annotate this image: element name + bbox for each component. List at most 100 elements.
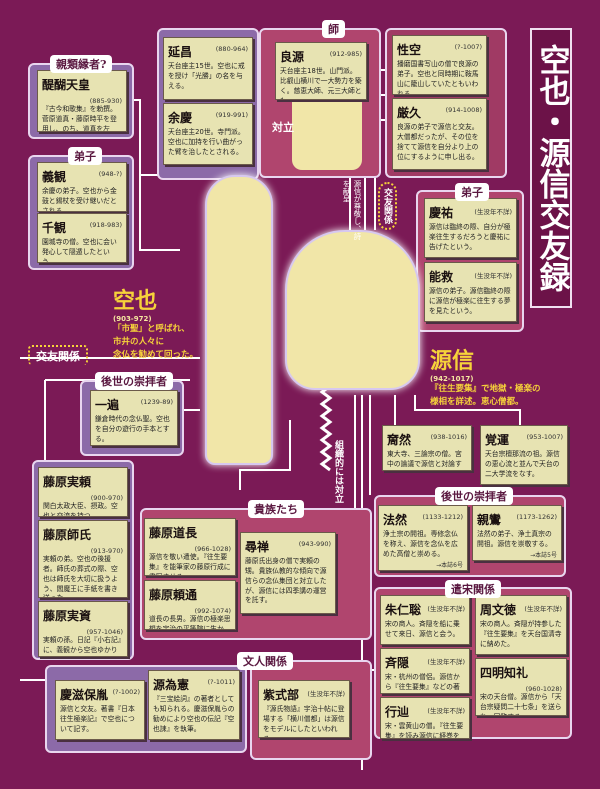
person-dates: (生没年不詳) [474,208,512,216]
genshin-profile: 源信 (942-1017) 『往生要集』で地獄・極楽の 様相を詳述。恵心僧都。 [430,343,541,409]
genshin-desc-1: 『往生要集』で地獄・極楽の [430,384,541,394]
person-name: 紫式部 [263,688,300,702]
literati-label: 文人関係 [237,652,293,670]
person-dates: (生没年不詳) [307,690,345,698]
person-name: 慶滋保胤 [60,688,109,702]
person-desc: 鎌倉時代の念仏聖。空也を自分の遊行の手本とする。 [95,415,170,443]
person-name: 藤原実頼 [43,475,92,489]
person-card-kakuun: 覚運(953-1007)天台宗檀那流の祖。源信の恵心流と並んで天台の二大学流をな… [480,425,568,485]
person-desc: 東大寺、三論宗の僧。宮中の論議で源信と対論する。 [387,450,462,470]
person-desc: 宋の商人。斉隠を船に乗せて来日、源信と会う。 [385,620,460,638]
person-dates: (960-1028) [525,685,562,693]
person-dates: (880-964) [215,45,248,53]
person-name: 朱仁聡 [385,603,422,617]
person-desc: 宋・雲黄山の僧。『往生要集』を読み源信に経巻を送る。 [385,722,464,739]
person-name: 一遍 [95,398,120,412]
person-name: 行辿 [385,705,410,719]
person-name: 周文徳 [480,603,517,617]
opposition-label: 対立 [272,121,294,134]
person-card-sanesuke: 藤原実資(957-1046)実頼の孫。日記『小右記』に、義観から空也ゆかりの錫杖… [38,601,128,657]
person-name: 尋禅 [245,540,270,554]
person-dates: (966-1028) [194,545,231,553]
person-dates: (918-983) [89,221,122,229]
person-name: 藤原道長 [149,526,198,540]
person-desc: 余慶の弟子。空也から金鼓と錫杖を受け継いだとされる。 [42,187,117,212]
kuya-desc-2: 市井の人々に [113,336,165,347]
person-desc: 藤原氏出身の僧で実頼の甥。貴族仏教的な傾向で源信らの念仏集団と対立したが、源信に… [245,557,327,605]
genshin-illustration [285,230,420,390]
person-dates: (?-1011) [207,678,235,686]
person-dates: (913-970) [90,547,123,555]
person-name: 義観 [42,170,67,184]
person-card-shubuntoku: 周文徳(生没年不詳)宋の商人。斉隠が持参した『往生要集』を天台国清寺に納めた。 [475,595,567,655]
person-name: 覚運 [485,433,510,447]
person-dates: (生没年不詳) [474,272,512,280]
person-card-gonku: 厳久 (914-1008) 良源の弟子で源信と交友。大僧都だったが、その位を捨てて源… [392,98,487,170]
person-card-shinran: 親鸞(1173-1262)法然の弟子、浄土真宗の開祖。源信を崇敬する。→本誌5号 [472,505,562,561]
person-desc: 実頼の孫。日記『小右記』に、義観から空也ゆかりの錫杖と金鼓をもらったと記す。 [43,636,122,656]
person-desc: 法然の弟子、浄土真宗の開祖。源信を崇敬する。 [477,530,552,548]
person-card-yasutane: 慶滋保胤(?-1002) 源信と交友。著書『日本往生極楽記』で空也について記す。 [55,680,145,740]
person-desc: 『三宝絵詞』の著者としても知られる。慶滋保胤らの勧めにより空也の伝記『空也誄』を… [153,695,235,733]
person-name: 延昌 [168,45,193,59]
person-desc: 宋の商人。斉隠が持参した『往生要集』を天台国清寺に納めた。 [480,620,562,648]
person-dates: (生没年不詳) [427,658,465,666]
person-card-morouji: 藤原師氏(913-970)実頼の弟。空也の後援者。師氏の葬式の際、空也は師氏を大… [38,520,128,598]
person-desc: 『源氏物語』宇治十帖に登場する「横川僧都」は源信をモデルにしたといわれる。 [263,705,345,737]
person-card-shoku: 性空(?-1007)播磨国書写山の僧で良源の弟子。空也と同時期に鞍馬山に籠山して… [392,35,487,95]
person-name: 千観 [42,221,67,235]
person-dates: (1173-1262) [516,513,557,521]
person-desc: 良源の弟子で源信と交友。大僧都だったが、その位を捨てて源信を自分より上の位にする… [397,123,479,161]
disciples-right-label: 弟子 [455,183,489,201]
person-dates: (992-1074) [194,607,231,615]
relatives-label: 親類縁者? [50,55,113,73]
person-dates: (?-1002) [112,688,140,696]
person-card-michinaga: 藤原道長(966-1028)源信を敬い遣使。『往生要集』を能筆家の藤原行成に書写… [144,518,236,576]
person-dates: (1133-1212) [422,513,463,521]
later-left-label: 後世の崇拝者 [95,372,173,390]
person-name: 性空 [397,43,422,57]
person-note: →本誌12号 [95,445,173,446]
person-name: 慶祐 [429,206,454,220]
person-dates: (生没年不詳) [427,707,465,715]
person-name: 親鸞 [477,513,502,527]
person-dates: (生没年不詳) [427,605,465,613]
person-card-murasaki: 紫式部 (生没年不詳) 『源氏物語』宇治十帖に登場する「横川僧都」は源信をモデルにし… [258,680,350,738]
kuya-desc-3: 念仏を勧めて回った。 [113,349,199,360]
person-card-jinzen: 尋禅(943-990)藤原氏出身の僧で実頼の甥。貴族仏教的な傾向で源信らの念仏集… [240,532,336,614]
person-dates: (1239-89) [140,398,173,406]
person-card-senkan: 千観 (918-983) 園城寺の僧。空也に会い発心して隠遁したという。 [37,213,127,263]
person-name: 斉隠 [385,656,410,670]
kuya-dates: (903-972) [113,315,152,323]
person-card-ryogen: 良源(912-985)天台座主18世。山門派。比叡山横川で一大勢力を築く。慈恵大… [275,42,367,100]
genshin-dates: (942-1017) [430,375,474,383]
person-desc: 関白太政大臣、摂政。空也と交流を持つ。 [43,502,118,517]
person-card-gikan: 義観(948-?)余慶の弟子。空也から金鼓と錫杖を受け継いだとされる。 [37,162,127,212]
person-desc: 源信と交友。著書『日本往生極楽記』で空也について記す。 [60,705,135,733]
person-name: 藤原実資 [43,609,92,623]
person-name: 能救 [429,270,454,284]
kuya-illustration [205,175,273,465]
page-title: 空也・源信交友録 [530,28,572,308]
person-desc: 源信は臨終の際、自分が極楽往生するだろうと慶祐に告げたという。 [429,223,511,251]
kuya-name: 空也 [113,288,158,314]
org-opposition-label: 組織的には対立 [333,440,343,503]
person-dates: (912-985) [329,50,362,58]
person-name: 奝然 [387,433,412,447]
person-card-yorimichi: 藤原頼通(992-1074)道長の長男。源信の極楽思想を宇治の平等院に生かす。 [144,580,236,630]
kuya-desc-1: 「市聖」と呼ばれ、 [113,324,190,334]
person-name: 余慶 [168,111,193,125]
person-dates: (914-1008) [445,106,482,114]
person-note: →本誌6号 [436,561,463,569]
friendship-right-label: 交友関係 [378,182,397,230]
person-desc: 園城寺の僧。空也に会い発心して隠遁したという。 [42,238,117,263]
person-card-nogu: 能救(生没年不詳)源信の弟子。源信臨終の際に源信が極楽に往生する夢を見たという。 [424,262,517,322]
nobles-label: 貴族たち [248,500,304,518]
person-desc: 道長の長男。源信の極楽思想を宇治の平等院に生かす。 [149,615,231,630]
person-desc: 天台座主18世。山門派。比叡山横川で一大勢力を築く。慈恵大師、元三大師とも。 [280,67,362,99]
person-desc: 宋・杭州の僧侶。源信から『往生要集』などの著書を託される。 [385,673,460,693]
person-name: 法然 [383,513,408,527]
respect-label: 源信が尊敬し、詩を献呈 [342,180,362,240]
person-name: 厳久 [397,106,422,120]
person-card-daigo: 醍醐天皇(885-930)『古今和歌集』を勅撰。菅原道真・藤原時平を登用し、のち… [37,70,127,132]
